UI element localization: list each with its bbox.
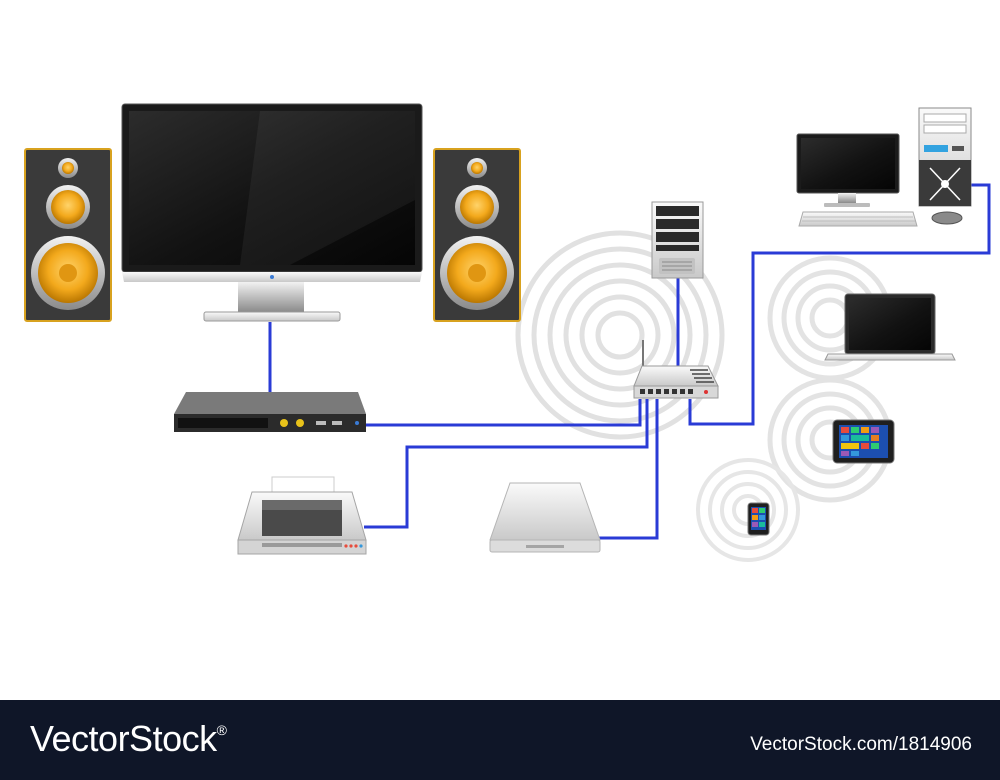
router xyxy=(633,340,719,399)
stock-image-id[interactable]: VectorStock.com/1814906 xyxy=(750,734,972,755)
printer xyxy=(237,476,367,555)
cable-drive-router xyxy=(598,399,659,540)
wifi-signal-phone xyxy=(696,458,800,562)
tablet xyxy=(832,419,895,464)
cable-desktop-router xyxy=(688,183,991,426)
cable-mediaplayer-router xyxy=(366,399,642,427)
television xyxy=(121,103,423,322)
speaker-left xyxy=(24,148,112,322)
pc-tower xyxy=(918,107,972,207)
mouse-icon xyxy=(931,211,963,225)
speaker-right xyxy=(433,148,521,322)
brand-name: VectorStock xyxy=(30,718,217,759)
footer-bar: VectorStock® VectorStock.com/1814906 xyxy=(0,700,1000,780)
laptop xyxy=(824,293,956,361)
desktop-computer xyxy=(796,107,972,227)
home-network-diagram xyxy=(24,103,991,562)
vectorstock-logo[interactable]: VectorStock® xyxy=(30,718,227,760)
external-drive xyxy=(489,482,601,553)
network-cables xyxy=(268,183,991,540)
wifi-signal-router xyxy=(515,230,725,440)
smartphone xyxy=(747,502,770,536)
media-player xyxy=(174,392,366,432)
registered-mark: ® xyxy=(216,722,227,738)
server xyxy=(651,201,704,279)
cable-printer-router xyxy=(364,399,649,529)
